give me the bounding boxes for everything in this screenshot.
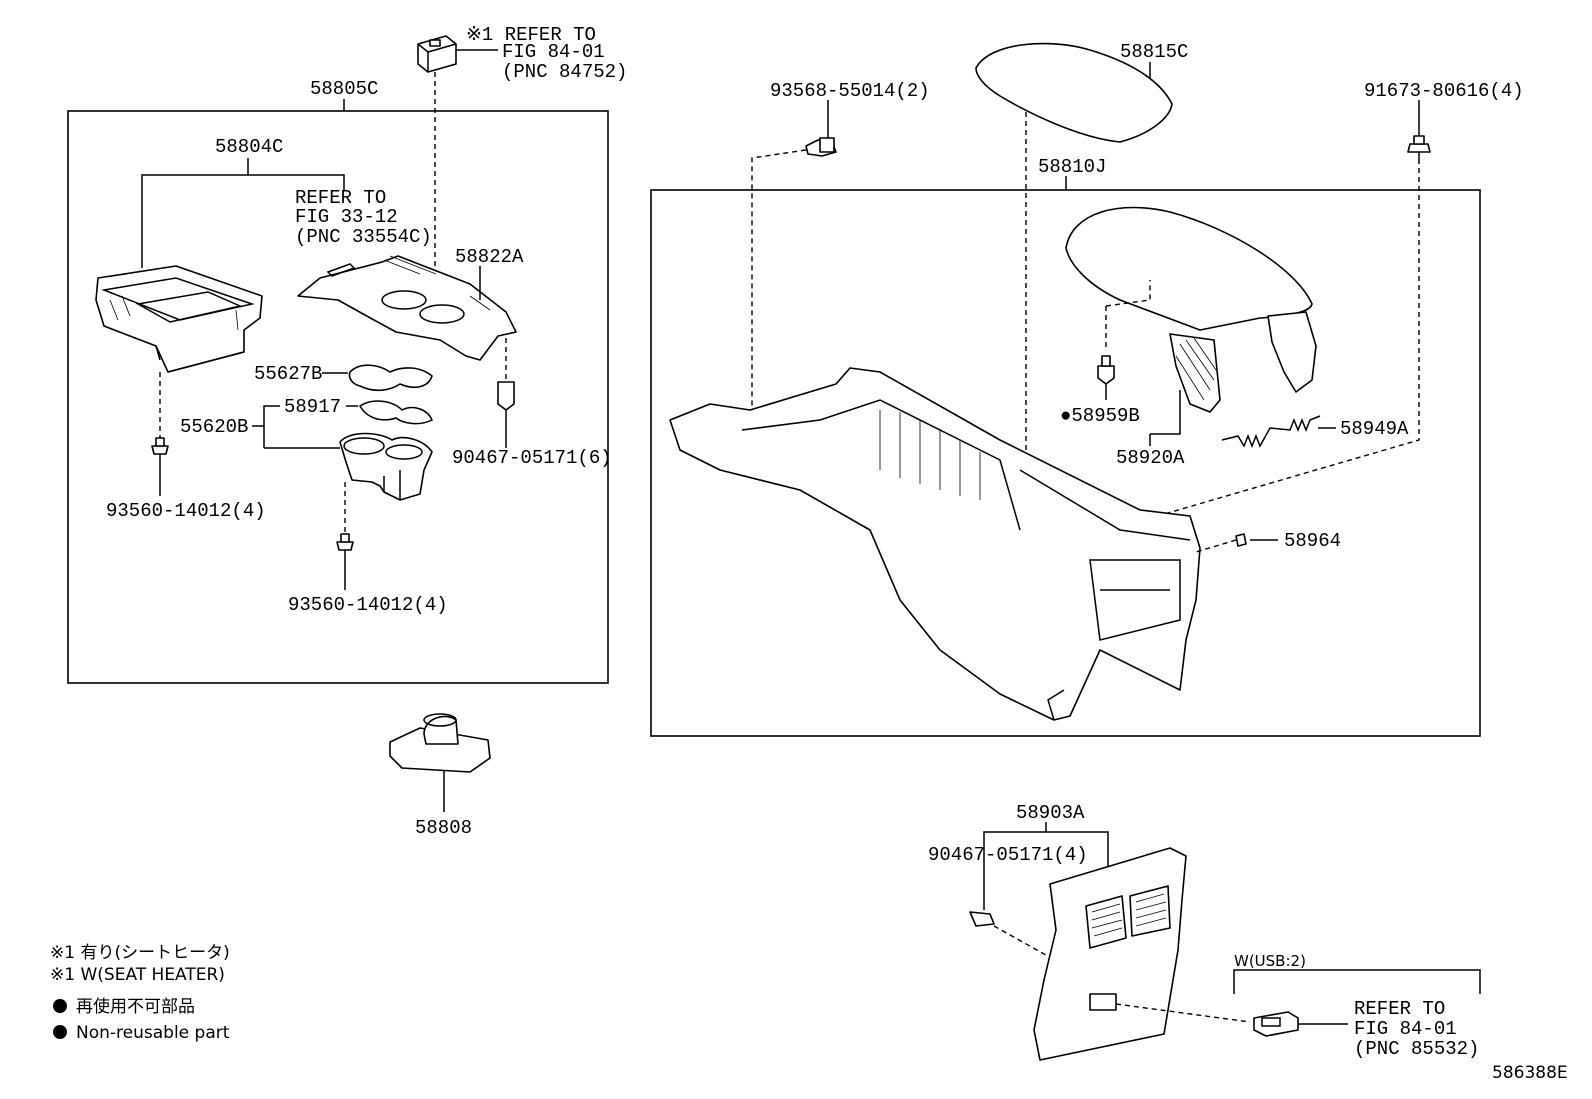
- legend-bullet-1: [53, 999, 67, 1013]
- legend-line-3: 再使用不可部品: [76, 996, 195, 1017]
- seat-heater-switch-part: [417, 35, 457, 73]
- assembly-box-58805c: [67, 110, 609, 684]
- legend-line-4: Non-reusable part: [76, 1023, 230, 1043]
- label-90467-4: 90467-05171(4): [928, 844, 1088, 866]
- label-93560-b: 93560-14012(4): [288, 594, 448, 616]
- label-refer-84752-l1: ※1 REFER TO: [466, 24, 596, 46]
- armrest-lid-part: [1065, 206, 1317, 413]
- label-refer-85532-l3: (PNC 85532): [1354, 1038, 1479, 1060]
- clip-90467-6: [497, 381, 515, 411]
- gasket-58917-part: [359, 400, 433, 425]
- legend-line-2: ※1 W(SEAT HEATER): [50, 965, 225, 985]
- armrest-pad-part: [975, 42, 1173, 143]
- rear-panel-part: [1033, 847, 1187, 1061]
- label-58804c: 58804C: [215, 136, 283, 158]
- legend-line-1: ※1 有り(シートヒータ): [50, 943, 230, 963]
- label-58949a: 58949A: [1340, 418, 1409, 440]
- clip-93560-b: [336, 533, 354, 551]
- clip-93560-a: [151, 437, 169, 455]
- label-58959b: ●58959B: [1060, 405, 1140, 427]
- clip-58964-part: [1235, 533, 1247, 547]
- label-58822a: 58822A: [455, 246, 524, 268]
- figure-id: 586388E: [1492, 1063, 1568, 1083]
- label-90467-6: 90467-05171(6): [452, 447, 612, 469]
- console-tray-part: [95, 265, 263, 373]
- label-55627b: 55627B: [254, 363, 322, 385]
- clip-90467-4: [969, 911, 995, 927]
- label-58920a: 58920A: [1116, 447, 1185, 469]
- label-58815c: 58815C: [1120, 41, 1188, 63]
- cup-holder-part: [339, 432, 433, 501]
- label-58964: 58964: [1284, 530, 1341, 552]
- label-refer-33554c-l2: FIG 33-12: [295, 206, 398, 228]
- label-93568: 93568-55014(2): [770, 80, 930, 102]
- label-93560-a: 93560-14012(4): [106, 500, 266, 522]
- label-refer-84752-l3: (PNC 84752): [502, 61, 627, 83]
- label-refer-84752-l2: FIG 84-01: [502, 41, 605, 63]
- label-91673: 91673-80616(4): [1364, 80, 1524, 102]
- label-58917: 58917: [284, 396, 341, 418]
- screw-93568: [805, 137, 837, 157]
- label-refer-85532-l1: REFER TO: [1354, 998, 1445, 1020]
- label-58903a: 58903A: [1016, 802, 1085, 824]
- label-usb: W(USB:2): [1234, 952, 1306, 970]
- label-refer-33554c-l3: (PNC 33554C): [295, 226, 432, 248]
- label-58810j: 58810J: [1038, 156, 1106, 178]
- gasket-55627b-part: [348, 364, 433, 392]
- label-58805c: 58805C: [310, 78, 378, 100]
- label-55620b: 55620B: [180, 416, 248, 438]
- usb-port-part: [1253, 1011, 1299, 1037]
- label-refer-33554c-l1: REFER TO: [295, 187, 386, 209]
- center-console-part: [669, 367, 1201, 721]
- bolt-91673: [1407, 135, 1431, 164]
- legend-bullet-2: [53, 1025, 67, 1039]
- label-58808: 58808: [415, 817, 472, 839]
- shift-boot-part: [389, 713, 491, 773]
- upper-panel-part: [297, 255, 517, 361]
- label-refer-85532-l2: FIG 84-01: [1354, 1018, 1457, 1040]
- spring-58949a-part: [1221, 415, 1321, 449]
- clip-58959b: [1097, 355, 1115, 385]
